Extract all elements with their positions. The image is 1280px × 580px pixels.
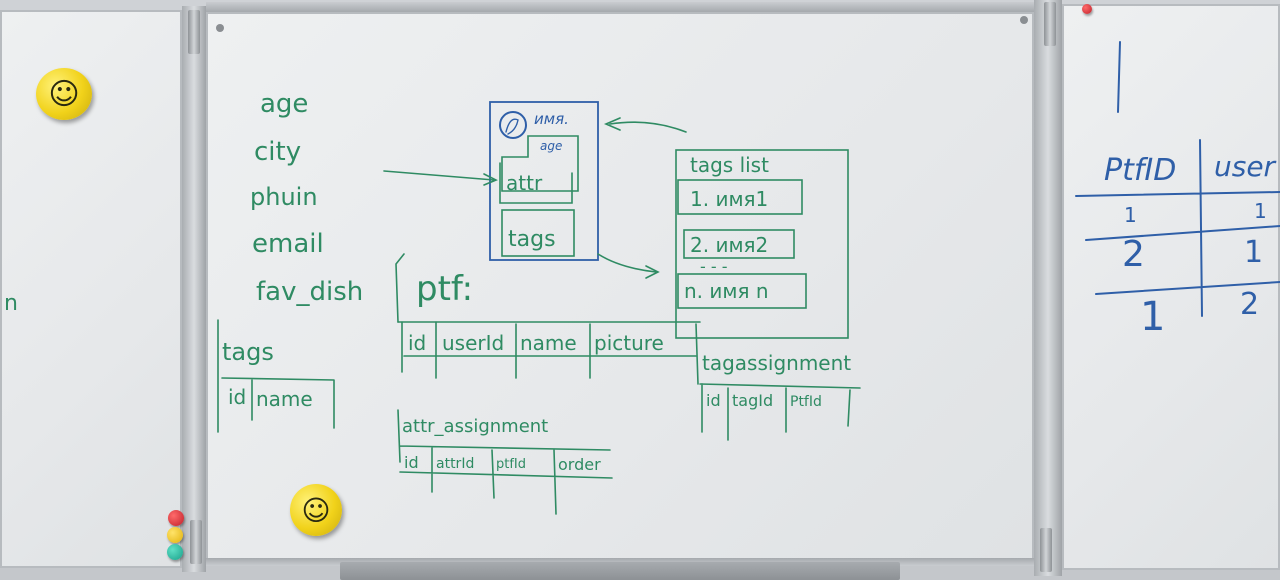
right-cell: 1	[1244, 235, 1263, 270]
card-name-label: имя.	[534, 110, 569, 128]
top-frame-rail	[206, 2, 1034, 12]
right-frame-rail	[1034, 0, 1062, 576]
left-board-fragment: n	[4, 291, 18, 316]
list-item: city	[254, 137, 301, 167]
list-item: age	[260, 89, 308, 119]
tags-list-sketch: tags list 1. имя1 2. имя2 - - - n. имя n	[675, 149, 849, 339]
tags-table-column: name	[256, 387, 313, 411]
ptf-column: id	[408, 331, 426, 355]
screw	[1020, 16, 1028, 24]
right-cell: 1	[1254, 199, 1267, 223]
tags-list-item: n. имя n	[684, 279, 769, 303]
attr-assignment-column: ptfId	[496, 457, 526, 472]
card-tags-label: tags	[508, 227, 556, 252]
center-list: age city phuin email fav_dish	[250, 89, 363, 307]
ptf-table-sketch: ptf: id userId name picture	[395, 253, 701, 385]
tags-table-title: tags	[222, 338, 274, 366]
smiley-face: ☺	[48, 76, 80, 112]
tagassignment-column: id	[706, 391, 721, 410]
tagassignment-column: PtfId	[790, 394, 822, 410]
right-cell: 2	[1122, 234, 1145, 275]
right-board-table-sketch: PtfID user 1 1 2 1 1 2	[1075, 41, 1280, 340]
tags-list-item: 2. имя2	[690, 233, 768, 257]
tagassignment-column: tagId	[732, 391, 773, 410]
yellow-magnet-icon	[167, 527, 183, 543]
card-attr-label: attr	[506, 171, 543, 195]
left-frame-rail	[182, 6, 206, 572]
smiley-magnet-icon: ☺	[290, 484, 342, 536]
right-cell: 1	[1140, 294, 1165, 340]
screw	[216, 24, 224, 32]
red-magnet-icon	[1082, 4, 1092, 14]
hinge-bottom-right	[1040, 528, 1052, 572]
right-cell: 2	[1240, 287, 1259, 322]
ptf-column: userId	[442, 331, 504, 355]
tagassignment-table-sketch: tagassignment id tagId PtfId	[699, 351, 861, 441]
attr-assignment-column: attrId	[436, 456, 474, 472]
smiley-magnet-icon: ☺	[36, 68, 92, 120]
hinge-top-left	[188, 10, 200, 54]
list-item: email	[252, 229, 324, 259]
smiley-face: ☺	[301, 493, 331, 527]
red-magnet-icon	[168, 510, 184, 526]
list-item: fav_dish	[256, 277, 363, 307]
attr-assignment-column: id	[404, 453, 419, 472]
hinge-bottom-left	[190, 520, 202, 564]
left-whiteboard	[0, 10, 182, 568]
profile-card-sketch: имя. age attr tags	[489, 101, 599, 261]
right-header: PtfID	[1104, 153, 1176, 188]
ptf-title: ptf:	[416, 269, 473, 309]
ptf-column: name	[520, 331, 577, 355]
tags-list-title: tags list	[690, 153, 769, 177]
tagassignment-title: tagassignment	[702, 351, 851, 375]
tags-table-sketch: tags id name	[217, 319, 335, 433]
center-whiteboard	[206, 12, 1034, 560]
card-age-label: age	[540, 139, 562, 153]
hinge-top-right	[1044, 2, 1056, 46]
ellipsis-dots: - - -	[700, 257, 728, 276]
ptf-column: picture	[594, 331, 664, 355]
marker-tray	[340, 562, 900, 580]
attr-assignment-title: attr_assignment	[402, 416, 548, 437]
arrow	[383, 170, 495, 181]
avatar-circle-icon	[499, 111, 527, 139]
list-item: phuin	[250, 183, 318, 211]
attr-assignment-table-sketch: attr_assignment id attrId ptfId order	[397, 409, 613, 515]
right-header: user	[1214, 150, 1277, 183]
teal-magnet-icon	[167, 544, 183, 560]
arrow	[609, 121, 687, 133]
tags-list-item: 1. имя1	[690, 187, 768, 211]
attr-assignment-column: order	[558, 455, 601, 474]
right-cell: 1	[1124, 203, 1137, 227]
tags-table-column: id	[228, 385, 246, 409]
arrow	[597, 253, 657, 273]
right-whiteboard	[1062, 4, 1280, 570]
